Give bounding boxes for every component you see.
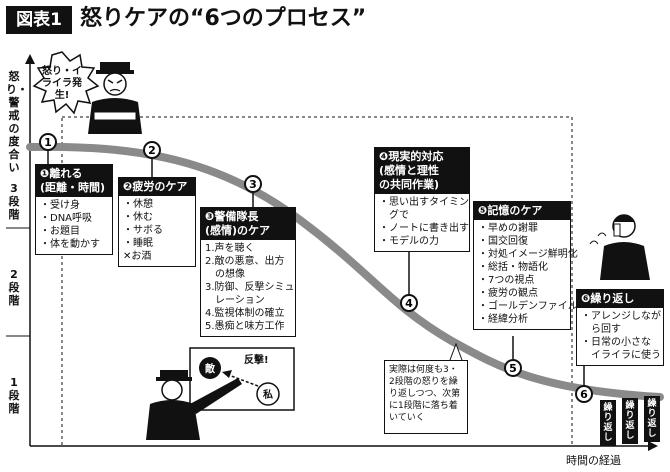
anger-curve	[26, 142, 664, 401]
step-4-list: ・思い出すタイミン グで ・ノートに書き出す ・モデルの力	[375, 194, 469, 251]
step-box-1: ❶離れる (距離・時間) ・受け身 ・DNA呼吸 ・お題目 ・体を動かす	[35, 164, 113, 255]
repeat-label-2: 繰り返し	[622, 398, 638, 444]
step-1-list: ・受け身 ・DNA呼吸 ・お題目 ・体を動かす	[36, 197, 112, 254]
list-item: ・早めの謝罪	[478, 223, 538, 234]
list-item: ・日常の小さな	[581, 337, 651, 348]
note-pointer	[449, 342, 463, 361]
y-axis-label: 怒り・警戒の度合い	[6, 70, 28, 174]
enemy-label: 敵	[205, 362, 216, 375]
list-item: ・思い出すタイミン	[379, 197, 469, 208]
figure-title: 怒りケアの“6つのプロセス”	[80, 6, 367, 31]
list-item: ・ノートに書き出す	[379, 223, 469, 234]
list-item: 2.敵の悪意、出方	[205, 256, 285, 267]
step-3-list: 1.声を聴く 2.敵の悪意、出方 の想像 3.防御、反撃シミュ レーション 4.…	[201, 240, 295, 336]
self-label: 私	[262, 388, 273, 401]
step-box-3: ❸警備隊長 (感情)のケア 1.声を聴く 2.敵の悪意、出方 の想像 3.防御、…	[200, 207, 296, 337]
list-item: ・総括・物語化	[478, 262, 548, 273]
list-item: ・アレンジしなが	[581, 311, 661, 322]
enemy-circle	[199, 357, 221, 379]
counter-label: 反撃!	[244, 353, 269, 366]
step-marker-6	[575, 385, 593, 403]
y-axis-arrow	[25, 54, 35, 64]
step-box-5: ❺記憶のケア ・早めの謝罪 ・国交回復 ・対処イメージ鮮明化 ・総括・物語化 ・…	[473, 201, 578, 330]
list-item: 5.愚痴と味方工作	[205, 321, 285, 332]
step-marker-5	[504, 359, 522, 377]
step-number-1: 1	[44, 136, 52, 149]
step-number-2: 2	[148, 144, 156, 157]
list-item: ・体を動かす	[40, 239, 100, 250]
burst-text: 怒り・イライラ発生!	[42, 66, 82, 101]
list-item: イライラに使う	[581, 350, 661, 361]
list-item: ら回す	[581, 324, 621, 335]
x-axis-arrow	[648, 441, 658, 451]
list-item: ・DNA呼吸	[40, 213, 93, 224]
figure-tag: 図表1	[6, 6, 72, 34]
list-item: ・サボる	[123, 225, 163, 236]
step-number-4: 4	[405, 297, 413, 310]
step-6-list: ・アレンジしなが ら回す ・日常の小さな イライラに使う	[577, 308, 663, 365]
burst-shape	[32, 51, 100, 115]
step-4-heading: ❹現実的対応 (感情と理性 の共同作業)	[375, 148, 469, 194]
step-1-heading: ❶離れる (距離・時間)	[36, 165, 112, 197]
note-box: 実際は何度も3・2段階の怒りを繰り返しつつ、次第に1段階に落ち着いていく	[384, 360, 468, 434]
step-marker-1	[39, 133, 57, 151]
step-box-6: ❻繰り返し ・アレンジしなが ら回す ・日常の小さな イライラに使う	[576, 289, 664, 366]
step-number-5: 5	[509, 362, 517, 375]
list-item: 1.声を聴く	[205, 243, 255, 254]
level-label-1: 1段階	[8, 376, 20, 415]
repeat-label-1: 繰り返し	[600, 400, 616, 446]
list-item: ・受け身	[40, 200, 80, 211]
pointing-guard-illustration	[146, 370, 242, 440]
step-marker-2	[143, 141, 161, 159]
step-2-list: ・休憩 ・休む ・サボる ・睡眠 ✕お酒	[119, 196, 195, 266]
list-item: グで	[379, 210, 409, 221]
level-label-3: 3段階	[8, 182, 20, 221]
step-2-heading: ❷疲労のケア	[119, 178, 195, 196]
step-box-2: ❷疲労のケア ・休憩 ・休む ・サボる ・睡眠 ✕お酒	[118, 177, 196, 267]
list-item: レーション	[205, 295, 265, 306]
list-item: ・休む	[123, 212, 153, 223]
step-marker-4	[400, 294, 418, 312]
list-item: ・7つの視点	[478, 275, 535, 286]
list-item: ・国交回復	[478, 236, 528, 247]
step-5-list: ・早めの謝罪 ・国交回復 ・対処イメージ鮮明化 ・総括・物語化 ・7つの視点 ・…	[474, 220, 578, 329]
list-item: ・疲労の観点	[478, 288, 538, 299]
angry-guard-illustration	[88, 62, 142, 134]
list-item: ・休憩	[123, 199, 153, 210]
list-item: の想像	[205, 269, 245, 280]
list-item: ・ゴールデンファイル	[478, 301, 578, 312]
step-3-heading: ❸警備隊長 (感情)のケア	[201, 208, 295, 240]
list-item: 3.防御、反撃シミュ	[205, 282, 295, 293]
list-item: ・お題目	[40, 226, 80, 237]
level-label-2: 2段階	[8, 268, 20, 307]
list-item: ・対処イメージ鮮明化	[478, 249, 578, 260]
dashed-frame	[61, 116, 573, 447]
self-circle	[256, 382, 280, 406]
list-item: ・モデルの力	[379, 236, 439, 247]
list-item: ・睡眠	[123, 238, 153, 249]
step-6-heading: ❻繰り返し	[577, 290, 663, 308]
list-item: 4.監視体制の確立	[205, 308, 285, 319]
step-number-3: 3	[249, 178, 257, 191]
step-marker-3	[244, 175, 262, 193]
step-number-6: 6	[580, 388, 588, 401]
list-item: ・経緯分析	[478, 314, 528, 325]
phone-person-illustration	[589, 214, 650, 280]
step-5-heading: ❺記憶のケア	[474, 202, 570, 220]
x-axis-label: 時間の経過	[566, 454, 621, 467]
step-box-4: ❹現実的対応 (感情と理性 の共同作業) ・思い出すタイミン グで ・ノートに書…	[374, 147, 470, 252]
repeat-label-3: 繰り返し	[644, 396, 660, 442]
list-item: ✕お酒	[123, 251, 152, 262]
